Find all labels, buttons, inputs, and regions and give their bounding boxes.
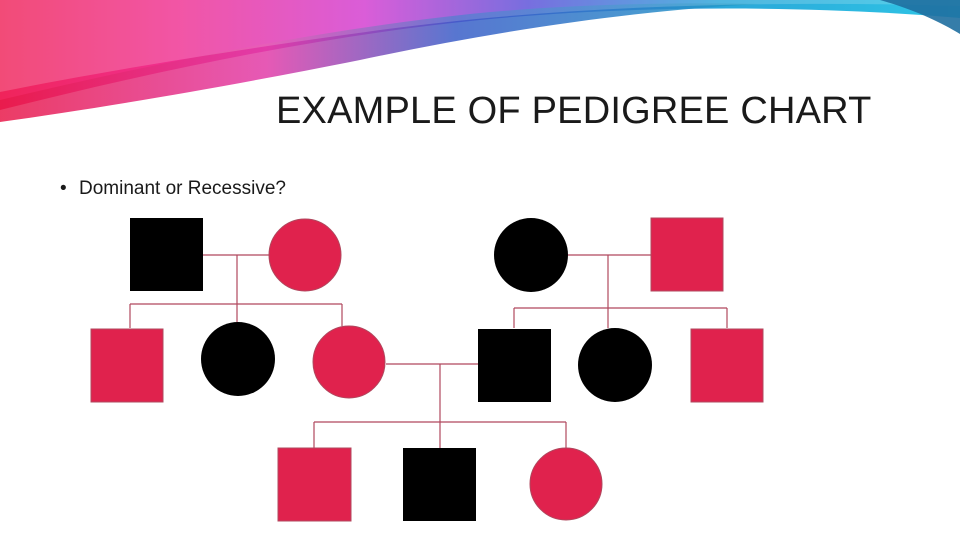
pedigree-male-unaffected	[650, 217, 724, 292]
pedigree-female-affected	[578, 328, 652, 402]
pedigree-female-affected	[494, 218, 568, 292]
pedigree-female-unaffected	[268, 218, 342, 292]
pedigree-male-unaffected	[90, 328, 164, 403]
pedigree-female-unaffected	[312, 325, 386, 399]
pedigree-male-affected	[478, 329, 551, 402]
bullet-point: • Dominant or Recessive?	[60, 176, 286, 202]
bullet-question: Dominant or Recessive?	[79, 178, 286, 199]
pedigree-male-affected	[130, 218, 203, 291]
pedigree-male-affected	[403, 448, 476, 521]
pedigree-female-unaffected	[529, 447, 603, 521]
decorative-banner	[0, 0, 960, 123]
pedigree-female-affected	[201, 322, 275, 396]
pedigree-male-unaffected	[277, 447, 352, 522]
pedigree-male-unaffected	[690, 328, 764, 403]
pedigree-lines	[129, 254, 728, 448]
bullet-dot-icon: •	[60, 178, 67, 199]
slide-title: EXAMPLE OF PEDIGREE CHART	[276, 90, 872, 132]
